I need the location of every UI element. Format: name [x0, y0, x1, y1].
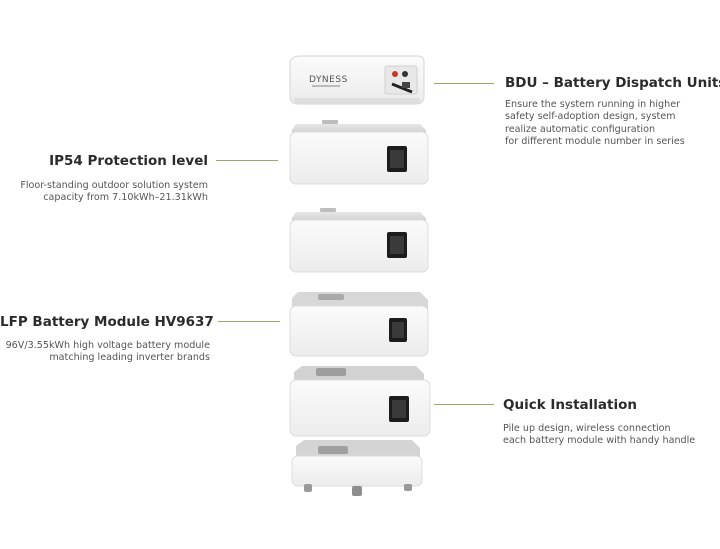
install-desc-line: each battery module with handy handle	[503, 435, 696, 447]
ip54-description: Floor-standing outdoor solution system c…	[0, 180, 208, 205]
lfp-callout: LFP Battery Module HV9637 96V/3.55kWh hi…	[0, 314, 214, 365]
lfp-desc-line: 96V/3.55kWh high voltage battery module	[5, 340, 210, 351]
bdu-desc-line: Ensure the system running in higher	[505, 99, 681, 110]
bdu-connector-panel	[384, 65, 418, 95]
battery-module-4	[289, 366, 431, 437]
bdu-callout: BDU – Battery Dispatch Units Ensure the …	[505, 75, 720, 149]
bdu-leader-line	[434, 83, 494, 84]
bdu-power-terminal-icon	[392, 71, 398, 77]
bdu-title: BDU – Battery Dispatch Units	[505, 75, 720, 91]
bdu-desc-line: safety self-adoption design, system	[505, 111, 676, 123]
install-title: Quick Installation	[503, 397, 637, 413]
ip54-desc-line: capacity from 7.10kWh–21.31kWh	[43, 192, 208, 204]
bdu-desc-line: for different module number in series	[505, 136, 685, 148]
battery-module-2	[289, 208, 429, 273]
battery-base-module	[291, 440, 423, 496]
bdu-desc-line: realize automatic configuration	[505, 123, 656, 135]
lfp-description: 96V/3.55kWh high voltage battery module …	[0, 340, 210, 365]
lfp-leader-line	[218, 321, 280, 322]
ip54-title: IP54 Protection level	[49, 153, 208, 169]
bdu-unit: DYNESS	[289, 55, 425, 105]
install-leader-line	[434, 404, 494, 405]
bdu-description: Ensure the system running in higher safe…	[505, 99, 720, 149]
ip54-desc-line: Floor-standing outdoor solution system	[20, 180, 208, 191]
bdu-ground-terminal-icon	[402, 71, 408, 77]
install-desc-line: Pile up design, wireless connection	[503, 423, 671, 434]
dyness-logo: DYNESS	[309, 75, 348, 85]
logo-subtext-mark	[312, 85, 340, 87]
battery-module-1	[289, 120, 429, 185]
ip54-callout: IP54 Protection level Floor-standing out…	[0, 153, 208, 205]
install-description: Pile up design, wireless connection each…	[503, 423, 695, 448]
install-callout: Quick Installation Pile up design, wirel…	[503, 397, 695, 448]
ip54-leader-line	[216, 160, 278, 161]
lfp-desc-line: matching leading inverter brands	[49, 352, 210, 364]
lfp-title: LFP Battery Module HV9637	[0, 314, 214, 330]
battery-module-3	[289, 292, 429, 357]
